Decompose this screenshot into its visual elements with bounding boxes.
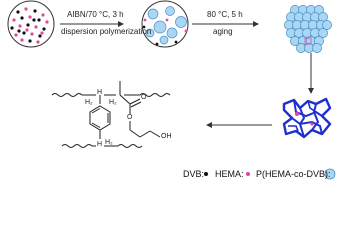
zoom-marker — [304, 37, 312, 45]
scheme-canvas — [7, 0, 336, 180]
monomer-dots — [10, 7, 49, 44]
copolymer-sphere — [159, 35, 169, 45]
copolymer-sphere — [175, 16, 187, 28]
legend-particle-sphere — [324, 168, 336, 180]
dvb-dot — [155, 42, 159, 46]
hema-dot — [24, 7, 28, 11]
arrow-to-structure — [206, 122, 272, 128]
dvb-dot — [16, 10, 20, 14]
step1-condition-label: AIBN/70 °C, 3 h — [67, 10, 124, 19]
copolymer-sphere — [312, 43, 322, 53]
atom-oh: OH — [161, 133, 172, 140]
residual-dots — [142, 18, 188, 46]
particle-spheres — [145, 6, 187, 45]
dvb-dot — [28, 39, 32, 43]
copolymer-sphere — [166, 27, 178, 39]
hema-dot — [18, 24, 22, 28]
hema-dot — [12, 18, 16, 22]
dvb-dot — [32, 18, 36, 22]
dvb-dot — [26, 23, 30, 27]
atom-h2-mid: H₂ — [109, 99, 117, 106]
hema-dot — [165, 18, 169, 22]
hema-dot — [30, 32, 34, 36]
dvb-dot — [174, 40, 178, 44]
crosslinked-network — [282, 97, 332, 139]
step2-condition-label: 80 °C, 5 h — [207, 10, 243, 19]
arrow-zoom-down — [308, 53, 314, 94]
flask-monomer-solution — [7, 0, 55, 48]
dvb-dot — [37, 18, 41, 22]
legend-hema-dot — [246, 172, 250, 176]
hema-dot — [143, 18, 147, 22]
atom-h-ring: H — [97, 89, 103, 96]
atom-o-ester: O — [127, 114, 133, 121]
copolymer-sphere — [165, 6, 175, 16]
dvb-dot — [17, 29, 21, 33]
hema-dot — [45, 20, 49, 24]
hema-dot — [14, 33, 18, 37]
dvb-dot — [42, 27, 46, 31]
hema-dot — [34, 25, 38, 29]
copolymer-sphere — [145, 28, 155, 38]
copolymer-sphere — [153, 20, 167, 34]
particle-aggregate — [284, 5, 332, 53]
hema-dot — [40, 31, 44, 35]
hema-dot — [20, 38, 24, 42]
step2-method-label: aging — [213, 27, 233, 36]
arrow-aging — [192, 21, 259, 27]
dvb-dot — [10, 26, 14, 30]
copolymer-sphere — [318, 28, 328, 38]
hema-dot — [36, 40, 40, 44]
hema-dot — [25, 28, 29, 32]
legend-hema-label: HEMA: — [215, 169, 244, 179]
copolymer-sphere — [322, 20, 332, 30]
polymer-structure — [51, 81, 171, 148]
copolymer-sphere — [147, 8, 159, 20]
arrow-polymerization — [60, 21, 124, 27]
hema-dot — [41, 13, 45, 17]
step1-method-label: dispersion polymerization — [61, 27, 152, 36]
atom-h2-bottom: H₂ — [105, 139, 113, 146]
legend-copolymer-label: P(HEMA-co-DVB): — [256, 169, 331, 179]
synthesis-scheme: AIBN/70 °C, 3 h dispersion polymerizatio… — [7, 0, 336, 180]
hema-dot — [184, 29, 188, 33]
dvb-dot — [33, 9, 37, 13]
hema-dot — [28, 15, 32, 19]
flask-particles — [141, 0, 189, 48]
legend-dvb-label: DVB: — [183, 169, 205, 179]
dvb-dot — [20, 16, 24, 20]
dvb-dot — [142, 25, 146, 29]
atom-h2-left: H₂ — [85, 99, 93, 106]
legend-dvb-dot — [204, 172, 208, 176]
dvb-dot — [38, 34, 42, 38]
atom-h-bottom: H — [97, 141, 103, 148]
dvb-dot — [22, 31, 26, 35]
atom-o-carbonyl: O — [141, 94, 147, 101]
